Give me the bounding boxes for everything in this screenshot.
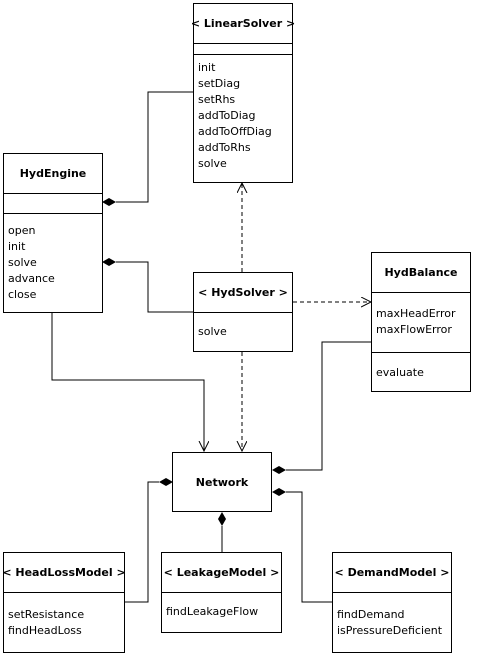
class-hyd-solver[interactable]: < HydSolver > solve xyxy=(193,272,293,352)
engine-to-linearsolver-link xyxy=(116,91,194,203)
class-title: < HydSolver > xyxy=(194,273,292,313)
composition-diamond xyxy=(218,512,226,526)
attributes-section xyxy=(194,44,292,55)
class-title: HydEngine xyxy=(4,154,102,194)
class-title: Network xyxy=(195,475,249,489)
methods-section: evaluate xyxy=(372,365,470,381)
method-item: addToRhs xyxy=(198,141,251,154)
attributes-section xyxy=(4,194,102,214)
composition-diamond xyxy=(272,466,286,474)
method-item: init xyxy=(198,61,216,74)
methods-section: open init solve advance close xyxy=(4,223,102,303)
class-title: < LeakageModel > xyxy=(162,553,281,593)
method-item: init xyxy=(8,240,26,253)
method-item: findLeakageFlow xyxy=(166,605,259,618)
class-title: < LinearSolver > xyxy=(191,4,295,44)
class-network[interactable]: Network xyxy=(172,452,272,512)
method-item: advance xyxy=(8,272,55,285)
engine-to-hydsolver-link xyxy=(116,261,194,313)
method-item: setDiag xyxy=(198,77,241,90)
network-to-headlossmodel-link xyxy=(125,481,159,603)
class-hyd-balance[interactable]: HydBalance maxHeadError maxFlowError eva… xyxy=(371,252,471,392)
method-item: addToDiag xyxy=(198,109,256,122)
method-item: close xyxy=(8,288,37,301)
method-item: setRhs xyxy=(198,93,236,106)
method-item: findDemand xyxy=(337,608,405,621)
class-head-loss-model[interactable]: < HeadLossModel > setResistance findHead… xyxy=(2,552,126,653)
engine-to-network-association xyxy=(51,312,204,451)
class-leakage-model[interactable]: < LeakageModel > findLeakageFlow xyxy=(161,552,282,633)
method-item: findHeadLoss xyxy=(8,624,82,637)
class-title: HydBalance xyxy=(372,253,470,293)
attributes-section: maxHeadError maxFlowError xyxy=(372,293,470,353)
composition-diamond xyxy=(272,488,286,496)
methods-section: solve xyxy=(194,324,292,340)
method-item: solve xyxy=(198,325,227,338)
method-item: addToOffDiag xyxy=(198,125,272,138)
method-item: open xyxy=(8,224,36,237)
network-to-hydbalance-link xyxy=(286,341,372,471)
attribute-item: maxHeadError xyxy=(376,307,456,320)
methods-section: findLeakageFlow xyxy=(162,604,281,620)
attribute-item: maxFlowError xyxy=(376,323,452,336)
class-title: < DemandModel > xyxy=(333,553,451,593)
methods-section: init setDiag setRhs addToDiag addToOffDi… xyxy=(194,60,292,172)
methods-section: setResistance findHeadLoss xyxy=(4,607,124,639)
class-title: < HeadLossModel > xyxy=(2,553,126,593)
class-hyd-engine[interactable]: HydEngine open init solve advance close xyxy=(3,153,103,313)
method-item: solve xyxy=(8,256,37,269)
composition-diamond xyxy=(102,198,116,206)
composition-diamond xyxy=(159,478,173,486)
class-demand-model[interactable]: < DemandModel > findDemand isPressureDef… xyxy=(332,552,452,653)
method-item: evaluate xyxy=(376,366,424,379)
method-item: solve xyxy=(198,157,227,170)
methods-section: findDemand isPressureDeficient xyxy=(333,607,451,639)
method-item: isPressureDeficient xyxy=(337,624,443,637)
method-item: setResistance xyxy=(8,608,85,621)
network-to-demandmodel-link xyxy=(286,491,332,603)
class-linear-solver[interactable]: < LinearSolver > init setDiag setRhs add… xyxy=(191,3,295,183)
composition-diamond xyxy=(102,258,116,266)
